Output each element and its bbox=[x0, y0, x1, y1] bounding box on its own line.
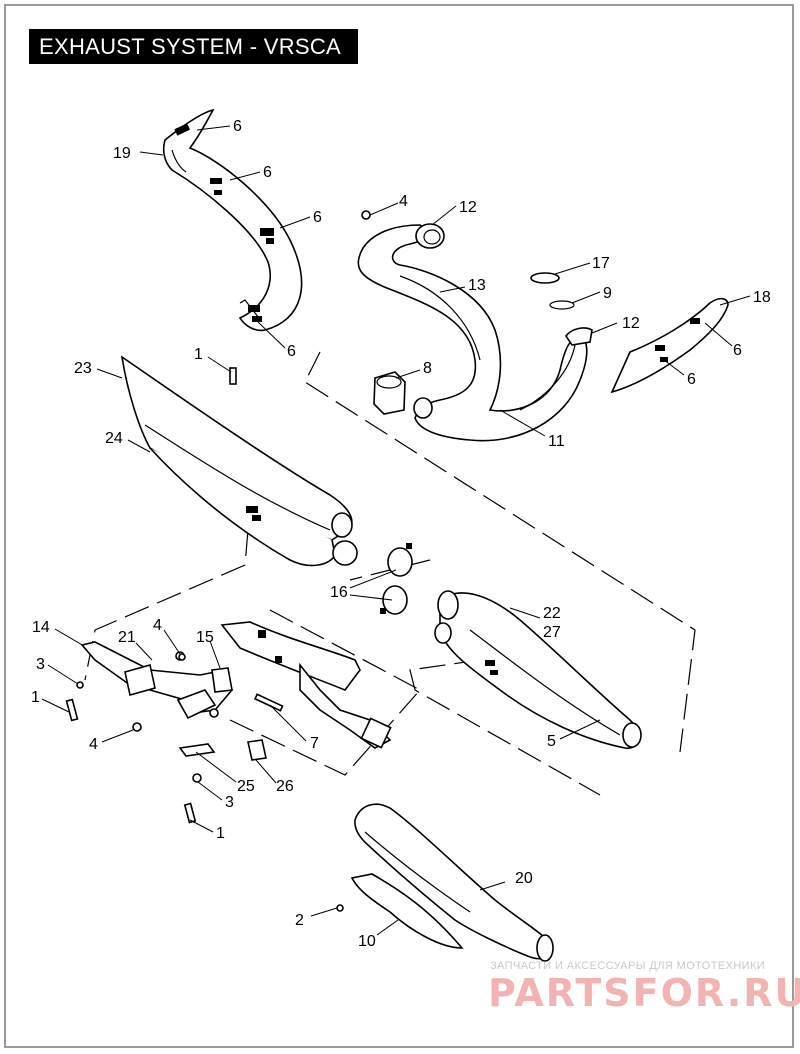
callout-10: 10 bbox=[358, 933, 376, 950]
callout-19: 19 bbox=[113, 145, 131, 162]
callout-22: 22 bbox=[543, 605, 561, 622]
callout-4: 4 bbox=[153, 617, 162, 634]
callout-2: 2 bbox=[295, 912, 304, 929]
retaining-ring-9 bbox=[549, 300, 575, 310]
callout-3: 3 bbox=[225, 794, 234, 811]
callout-labels: 6 19 6 6 6 4 12 13 17 9 12 18 6 6 8 11 1… bbox=[31, 118, 771, 950]
callout-18: 18 bbox=[753, 289, 771, 306]
callout-24: 24 bbox=[105, 430, 123, 447]
callout-8: 8 bbox=[423, 360, 432, 377]
callout-14: 14 bbox=[32, 619, 50, 636]
page-title: EXHAUST SYSTEM - VRSCA bbox=[29, 29, 358, 64]
callout-26: 26 bbox=[276, 778, 294, 795]
front-header-pipe-11-13 bbox=[357, 223, 593, 442]
callout-6: 6 bbox=[233, 118, 242, 135]
callout-1: 1 bbox=[194, 346, 203, 363]
lower-muffler-shield-20 bbox=[336, 803, 554, 962]
callout-12: 12 bbox=[622, 315, 640, 332]
muffler-clamps-16 bbox=[380, 543, 413, 615]
callout-1: 1 bbox=[31, 689, 40, 706]
callout-20: 20 bbox=[515, 870, 533, 887]
diagram-frame bbox=[4, 4, 794, 1048]
rear-header-pipe-19 bbox=[162, 108, 303, 332]
callout-21: 21 bbox=[118, 629, 136, 646]
fasteners bbox=[178, 210, 371, 661]
callout-11: 11 bbox=[548, 433, 565, 450]
muffler-22-27 bbox=[434, 590, 642, 749]
callout-27: 27 bbox=[543, 624, 561, 641]
callout-16: 16 bbox=[330, 584, 348, 601]
heat-shield-clamp-icon bbox=[174, 123, 274, 322]
muffler-mount-bracket-15 bbox=[220, 621, 392, 749]
leader-lines bbox=[41, 125, 751, 936]
callout-6: 6 bbox=[263, 164, 272, 181]
callout-3: 3 bbox=[36, 656, 45, 673]
callout-12: 12 bbox=[459, 199, 477, 216]
front-heat-shield-18 bbox=[610, 297, 729, 394]
callout-6: 6 bbox=[313, 209, 322, 226]
watermark-logo: PARTSFOR.RU bbox=[488, 971, 800, 1015]
pipe-clamp-8 bbox=[373, 371, 406, 415]
callout-15: 15 bbox=[196, 629, 214, 646]
callout-6: 6 bbox=[687, 371, 696, 388]
callout-25: 25 bbox=[237, 778, 255, 795]
rear-bracket-14-21 bbox=[65, 641, 233, 732]
callout-6: 6 bbox=[287, 343, 296, 360]
callout-5: 5 bbox=[547, 733, 556, 750]
callout-4: 4 bbox=[399, 193, 408, 210]
callout-17: 17 bbox=[592, 255, 610, 272]
callout-1: 1 bbox=[216, 825, 225, 842]
watermark-tagline: ЗАПЧАСТИ И АКСЕССУАРЫ ДЛЯ МОТОТЕХНИКИ bbox=[490, 960, 766, 972]
callout-7: 7 bbox=[310, 735, 319, 752]
muffler-heat-shield-23-24 bbox=[120, 355, 358, 567]
callout-6: 6 bbox=[733, 342, 742, 359]
callout-23: 23 bbox=[74, 360, 92, 377]
callout-13: 13 bbox=[468, 277, 486, 294]
callout-9: 9 bbox=[603, 285, 612, 302]
callout-4: 4 bbox=[89, 736, 98, 753]
exhaust-gasket-17 bbox=[530, 272, 560, 284]
spacer-25-and-bumper-26 bbox=[178, 739, 267, 824]
